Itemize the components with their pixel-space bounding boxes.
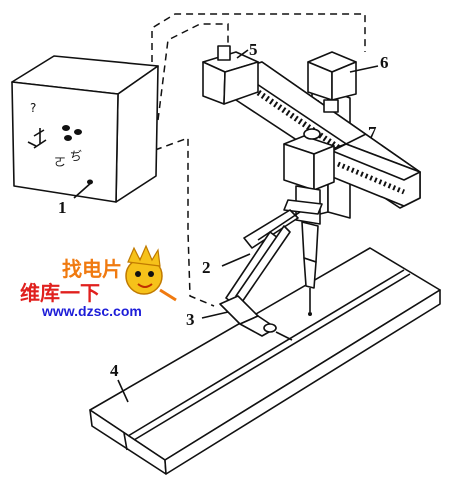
label-6: 6 — [380, 53, 389, 72]
site-watermark: 找电片 维库一下 www.dzsc.com — [20, 244, 177, 319]
control-panel-knobs: ? ㄛ ぢ — [27, 101, 93, 185]
svg-text:?: ? — [30, 101, 36, 115]
actuator-5 — [202, 45, 259, 105]
label-4-leader — [117, 379, 129, 403]
svg-text:ぢ: ぢ — [70, 148, 82, 163]
welding-torch — [301, 221, 319, 316]
mascot-logo — [125, 244, 177, 302]
label-2-leader — [221, 253, 251, 267]
watermark-url: www.dzsc.com — [41, 303, 142, 319]
sensor-arm — [225, 199, 323, 305]
label-7: 7 — [368, 123, 377, 142]
watermark-top-text: 找电片 — [62, 257, 122, 281]
label-7-leader — [333, 133, 367, 151]
svg-text:ㄛ: ㄛ — [54, 155, 66, 169]
label-4: 4 — [110, 361, 119, 380]
label-1-leader — [73, 181, 93, 199]
control-box: ? ㄛ ぢ — [11, 55, 159, 203]
label-5-leader — [236, 49, 249, 59]
label-1: 1 — [58, 198, 67, 217]
label-6-leader — [349, 65, 379, 73]
workpiece — [89, 247, 441, 475]
sensing-head — [219, 295, 293, 341]
control-cables — [151, 13, 366, 307]
label-5: 5 — [249, 40, 258, 59]
label-2: 2 — [202, 258, 211, 277]
watermark-brand-text: 维库一下 — [20, 281, 100, 305]
label-3-leader — [201, 311, 229, 319]
label-3: 3 — [186, 310, 195, 329]
